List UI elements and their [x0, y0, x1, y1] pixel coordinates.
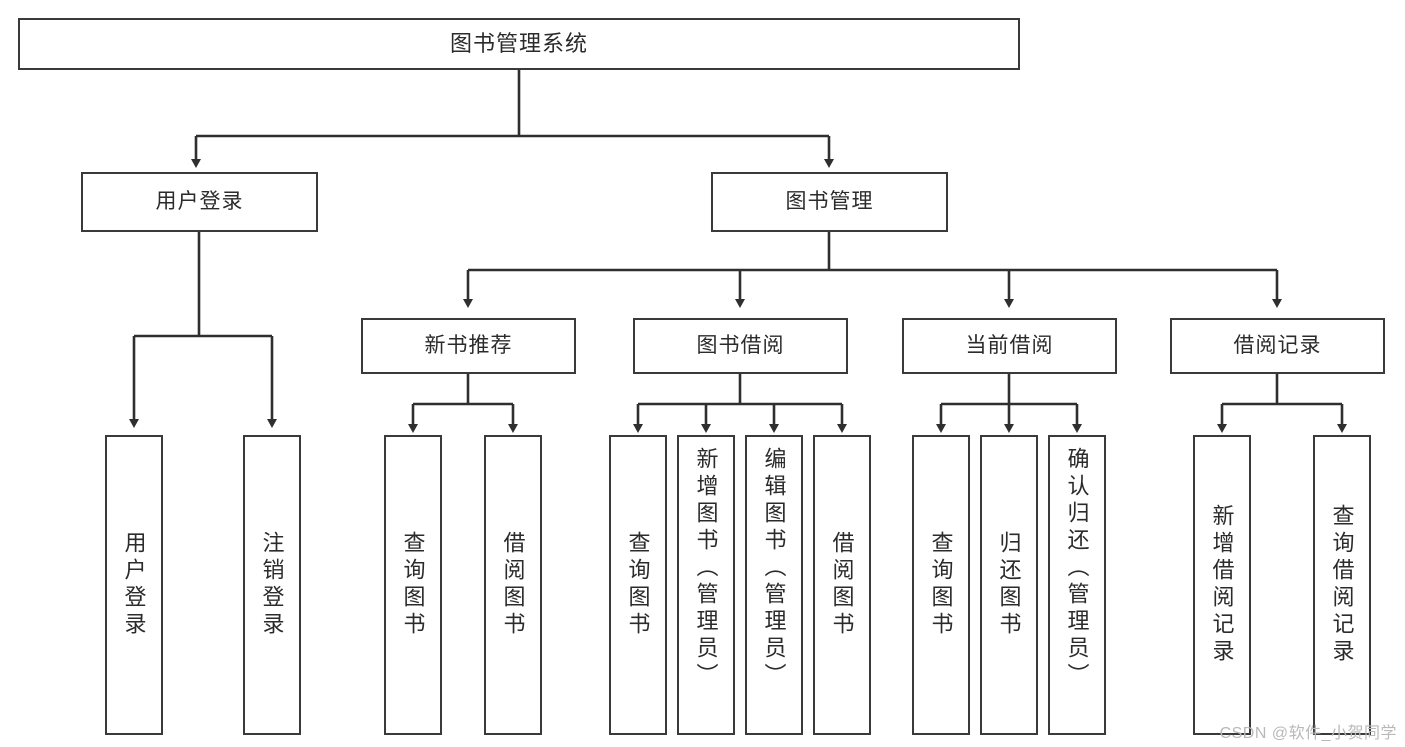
node-new-book-recommend[interactable]: 新书推荐 — [361, 318, 576, 374]
leaf-current-confirm-return-admin[interactable]: 确认归还（管理员） — [1048, 435, 1106, 735]
leaf-borrow-add-book-admin[interactable]: 新增图书（管理员） — [677, 435, 735, 735]
node-label: 新增借阅记录 — [1209, 504, 1235, 666]
node-label: 借阅记录 — [1233, 333, 1322, 357]
leaf-borrow-borrow-book[interactable]: 借阅图书 — [813, 435, 871, 735]
node-label: 新增图书（管理员） — [693, 447, 719, 690]
leaf-current-query-book[interactable]: 查询图书 — [912, 435, 970, 735]
node-label: 归还图书 — [996, 531, 1022, 639]
node-label: 查询图书 — [928, 531, 954, 639]
leaf-user-login-logout[interactable]: 注销登录 — [243, 435, 301, 735]
leaf-borrow-query-book[interactable]: 查询图书 — [609, 435, 667, 735]
node-book-borrow[interactable]: 图书借阅 — [633, 318, 848, 374]
node-label: 查询图书 — [625, 531, 651, 639]
leaf-record-query-record[interactable]: 查询借阅记录 — [1313, 435, 1371, 735]
node-label: 图书管理系统 — [449, 31, 588, 57]
watermark-text: CSDN @软件_小贺同学 — [1219, 725, 1397, 742]
leaf-current-return-book[interactable]: 归还图书 — [980, 435, 1038, 735]
node-root-system[interactable]: 图书管理系统 — [18, 18, 1020, 70]
node-label: 查询借阅记录 — [1329, 504, 1355, 666]
leaf-new-book-borrow[interactable]: 借阅图书 — [484, 435, 542, 735]
leaf-borrow-edit-book-admin[interactable]: 编辑图书（管理员） — [745, 435, 803, 735]
node-label: 当前借阅 — [965, 333, 1054, 357]
leaf-new-book-query[interactable]: 查询图书 — [384, 435, 442, 735]
node-book-management[interactable]: 图书管理 — [711, 172, 948, 232]
node-label: 编辑图书（管理员） — [761, 447, 787, 690]
node-label: 用户登录 — [155, 189, 244, 213]
node-label: 借阅图书 — [500, 531, 526, 639]
node-user-login[interactable]: 用户登录 — [81, 172, 318, 232]
node-label: 借阅图书 — [829, 531, 855, 639]
node-label: 图书管理 — [785, 189, 874, 213]
node-label: 图书借阅 — [696, 333, 785, 357]
leaf-user-login-login[interactable]: 用户登录 — [105, 435, 163, 735]
node-label: 注销登录 — [259, 531, 285, 639]
node-label: 查询图书 — [400, 531, 426, 639]
node-label: 用户登录 — [121, 531, 147, 639]
node-label: 新书推荐 — [424, 333, 513, 357]
node-borrow-record[interactable]: 借阅记录 — [1170, 318, 1385, 374]
leaf-record-add-record[interactable]: 新增借阅记录 — [1193, 435, 1251, 735]
node-current-borrow[interactable]: 当前借阅 — [902, 318, 1117, 374]
node-label: 确认归还（管理员） — [1064, 447, 1090, 690]
